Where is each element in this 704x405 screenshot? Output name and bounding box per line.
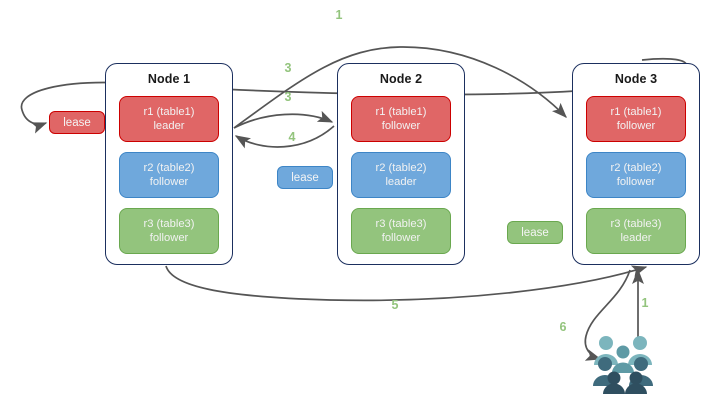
- step-label-4: 4: [288, 130, 296, 144]
- lease-badge-r3[interactable]: lease: [507, 221, 563, 244]
- step-label-3-lower: 3: [284, 90, 292, 104]
- node-title-node3: Node 3: [614, 72, 658, 86]
- replica-name: r3 (table3): [375, 218, 427, 230]
- replica-name: r2 (table2): [610, 162, 662, 174]
- replica-node1-r1[interactable]: r1 (table1) leader: [119, 96, 219, 142]
- step-label-1: 1: [641, 296, 649, 310]
- node-container-node3: Node 3 r1 (table1) follower r2 (table2) …: [572, 63, 700, 265]
- node-container-node1: Node 1 r1 (table1) leader r2 (table2) fo…: [105, 63, 233, 265]
- replica-role: follower: [149, 232, 189, 244]
- replica-name: r2 (table2): [375, 162, 427, 174]
- replica-name: r1 (table1): [375, 106, 427, 118]
- replica-node1-r2[interactable]: r2 (table2) follower: [119, 152, 219, 198]
- replica-node2-r2[interactable]: r2 (table2) leader: [351, 152, 451, 198]
- edge-step-5: [165, 265, 648, 302]
- replica-name: r3 (table3): [143, 218, 195, 230]
- step-label-3-upper: 3: [284, 61, 292, 75]
- replica-node2-r1[interactable]: r1 (table1) follower: [351, 96, 451, 142]
- replica-name: r3 (table3): [610, 218, 662, 230]
- step-label-5: 5: [391, 298, 399, 312]
- replica-role: follower: [381, 120, 421, 132]
- people-icon: [593, 336, 653, 394]
- node-container-node2: Node 2 r1 (table1) follower r2 (table2) …: [337, 63, 465, 265]
- replica-node2-r3[interactable]: r3 (table3) follower: [351, 208, 451, 254]
- replica-name: r2 (table2): [143, 162, 195, 174]
- replica-role: leader: [385, 176, 417, 188]
- replica-node1-r3[interactable]: r3 (table3) follower: [119, 208, 219, 254]
- replica-role: follower: [616, 176, 656, 188]
- replica-name: r1 (table1): [610, 106, 662, 118]
- replica-role: follower: [149, 176, 189, 188]
- step-label-6: 6: [559, 320, 567, 334]
- replica-role: follower: [381, 232, 421, 244]
- replica-node3-r3[interactable]: r3 (table3) leader: [586, 208, 686, 254]
- lease-badge-r2[interactable]: lease: [277, 166, 333, 189]
- replica-role: follower: [616, 120, 656, 132]
- step-label-2: 1: [335, 8, 343, 22]
- replica-name: r1 (table1): [143, 106, 195, 118]
- lease-badge-r1[interactable]: lease: [49, 111, 105, 134]
- node-title-node2: Node 2: [379, 72, 423, 86]
- replica-node3-r1[interactable]: r1 (table1) follower: [586, 96, 686, 142]
- replica-role: leader: [153, 120, 185, 132]
- replica-node3-r2[interactable]: r2 (table2) follower: [586, 152, 686, 198]
- replica-role: leader: [620, 232, 652, 244]
- edge-step-3-to-node2: [233, 110, 334, 129]
- node-title-node1: Node 1: [147, 72, 191, 86]
